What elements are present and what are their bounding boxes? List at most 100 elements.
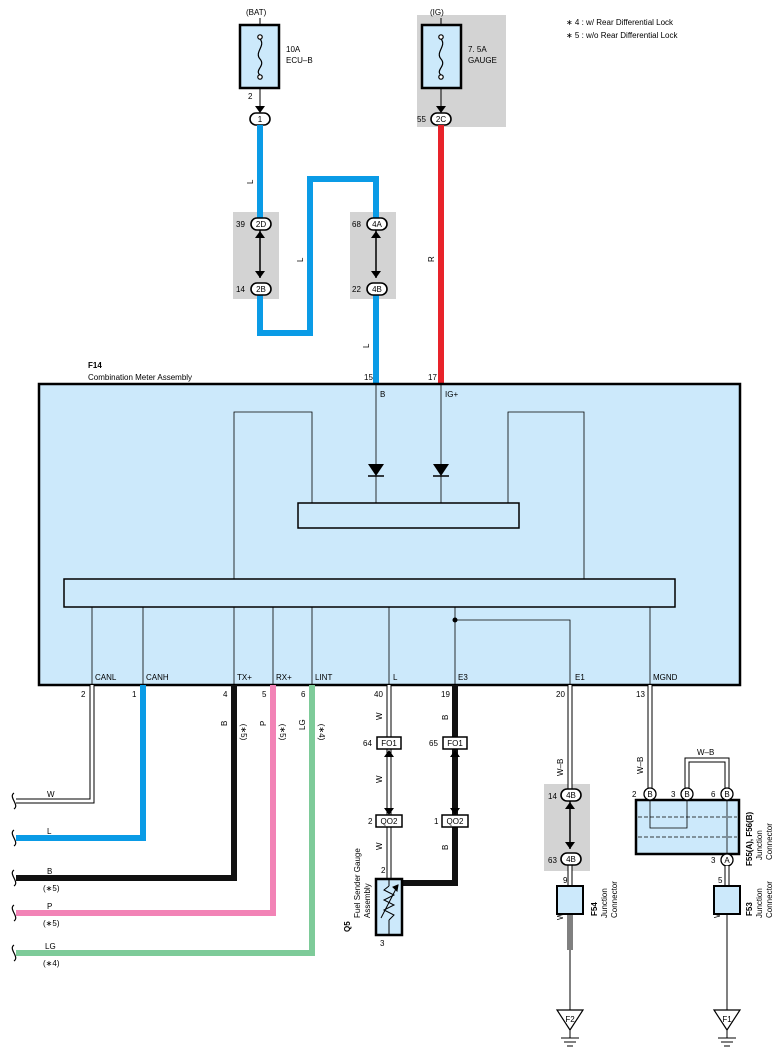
ig-source-label: (IG)	[430, 8, 444, 17]
qo2-left-box	[375, 814, 403, 828]
note-no-rear-diff-lock: ∗ 5 : w/o Rear Differential Lock	[566, 31, 678, 40]
f55-pin-6-label: B	[724, 790, 729, 799]
meter-pin-ig-label: IG+	[445, 390, 458, 399]
f53-pin: 5	[718, 876, 723, 885]
bat-fuse-rating: 10A	[286, 45, 301, 54]
splice-4b-chevron-icon	[371, 271, 381, 278]
bat-source-label: (BAT)	[246, 8, 267, 17]
meter-pin-num-l: 40	[374, 690, 383, 699]
meter-pin-label-l: L	[393, 673, 398, 682]
wire-l-label-2: L	[296, 257, 305, 262]
splice-4a-pin: 68	[352, 220, 361, 229]
left-out-b-note: (∗5)	[43, 884, 60, 893]
splice-2b-oval	[250, 282, 272, 296]
left-out-w-label: W	[47, 790, 55, 799]
meter-pin-ig-num: 17	[428, 373, 437, 382]
f53-id: F53	[745, 902, 754, 916]
wire-l-label-3: L	[362, 343, 371, 348]
f53-ground-triangle-icon	[712, 1009, 742, 1032]
wire-tx-note: (∗5)	[239, 724, 248, 741]
splice-2b-label: 2B	[256, 285, 266, 294]
meter-junction-dot	[452, 617, 458, 623]
f55-pin-2-num: 2	[632, 790, 637, 799]
e1-splice-bottom-label: 4B	[566, 855, 576, 864]
qo2-right-label: QO2	[447, 817, 464, 826]
f53-ground-label: F1	[722, 1015, 732, 1024]
wire-wb-jc-label: W–B	[697, 748, 714, 757]
bat-fuse-pin: 2	[248, 92, 253, 101]
meter-id: F14	[88, 361, 102, 370]
meter-pin-label-canl: CANL	[95, 673, 117, 682]
meter-pin-b-num: 15	[364, 373, 373, 382]
f53-name-1: Junction	[755, 888, 764, 918]
f55-pin-2-circle	[643, 787, 657, 801]
splice-4a-oval	[366, 217, 388, 231]
wire-rx-note: (∗5)	[278, 724, 287, 741]
wire-wb-mgnd-label: W–B	[636, 757, 645, 774]
wire-wb-jc-loop-inner	[685, 758, 729, 794]
qo2-left-chevron-icon	[384, 808, 394, 815]
f54-ground-label: F2	[565, 1015, 575, 1024]
e1-splice-bottom-pin: 63	[548, 856, 557, 865]
meter-pin-num-e1: 20	[556, 690, 565, 699]
meter-pin-num-rx: 5	[262, 690, 267, 699]
meter-pin-label-mgnd: MGND	[653, 673, 678, 682]
wire-b-tx-label: B	[220, 721, 229, 726]
bat-connector-label: 1	[258, 115, 263, 124]
ig-fuse-name: GAUGE	[468, 56, 497, 65]
qo2-right-chevron-icon	[450, 808, 460, 815]
wire-p-rx	[16, 685, 276, 916]
meter-pin-label-canh: CANH	[146, 673, 169, 682]
wire-b-e3-label-1: B	[441, 715, 450, 720]
ig-fuse-rating: 7. 5A	[468, 45, 487, 54]
splice-2d-chevron-icon	[255, 231, 265, 238]
wire-l-label-1: L	[246, 179, 255, 184]
f54-name-1: Junction	[600, 888, 609, 918]
splice-2d-pin: 39	[236, 220, 245, 229]
f54-name-2: Connector	[610, 881, 619, 918]
e1-splice-top-oval	[560, 788, 582, 802]
f55-pin-3-label: B	[684, 790, 689, 799]
meter-pin-num-tx: 4	[223, 690, 228, 699]
f54-id: F54	[590, 902, 599, 916]
f53-ground-icon	[718, 1030, 736, 1047]
f53-box	[713, 885, 741, 915]
wire-break-symbols	[11, 792, 17, 962]
f55-out-pin-num: 3	[711, 856, 716, 865]
meter-pin-label-lint: LINT	[315, 673, 332, 682]
splice-4a-label: 4A	[372, 220, 382, 229]
wire-lint-note: (∗4)	[317, 724, 326, 741]
f55-out-pin-label: A	[724, 856, 730, 865]
bat-fuse-name: ECU–B	[286, 56, 313, 65]
left-out-lg-note: (∗4)	[43, 959, 60, 968]
wire-p-rx-label: P	[259, 721, 268, 726]
fo1-left-chevron-icon	[384, 750, 394, 757]
wire-b-e3-label-2: B	[441, 845, 450, 850]
ig-connector-label: 2C	[436, 115, 446, 124]
wire-l-canh	[16, 685, 146, 841]
qo2-left-label: QO2	[381, 817, 398, 826]
meter-pin-num-lint: 6	[301, 690, 306, 699]
f55-pin-6-circle	[720, 787, 734, 801]
splice-2d-oval	[250, 217, 272, 231]
splice-4b-oval	[366, 282, 388, 296]
splice-2d-label: 2D	[256, 220, 266, 229]
fo1-right-chevron-icon	[450, 750, 460, 757]
meter-lower-block	[63, 578, 676, 608]
wire-lg-label: LG	[298, 719, 307, 730]
splice-4b-label: 4B	[372, 285, 382, 294]
qo2-right-pin: 1	[434, 817, 439, 826]
fo1-left-box	[376, 736, 402, 750]
fo1-right-pin: 65	[429, 739, 438, 748]
fuel-sender-name-1: Fuel Sender Gauge	[353, 848, 362, 918]
meter-internal-wiring	[91, 384, 651, 685]
wire-l-blue	[257, 125, 379, 383]
f55-internal-bus	[638, 800, 737, 854]
f55-name-2: Connector	[765, 823, 774, 860]
f55-id: F55(A), F56(B)	[745, 811, 754, 866]
wire-w-fuel-label-3: W	[375, 842, 384, 850]
left-out-lg-label: LG	[45, 942, 56, 951]
meter-body	[37, 382, 742, 687]
wire-wb-e1-label-1: W–B	[556, 759, 565, 776]
